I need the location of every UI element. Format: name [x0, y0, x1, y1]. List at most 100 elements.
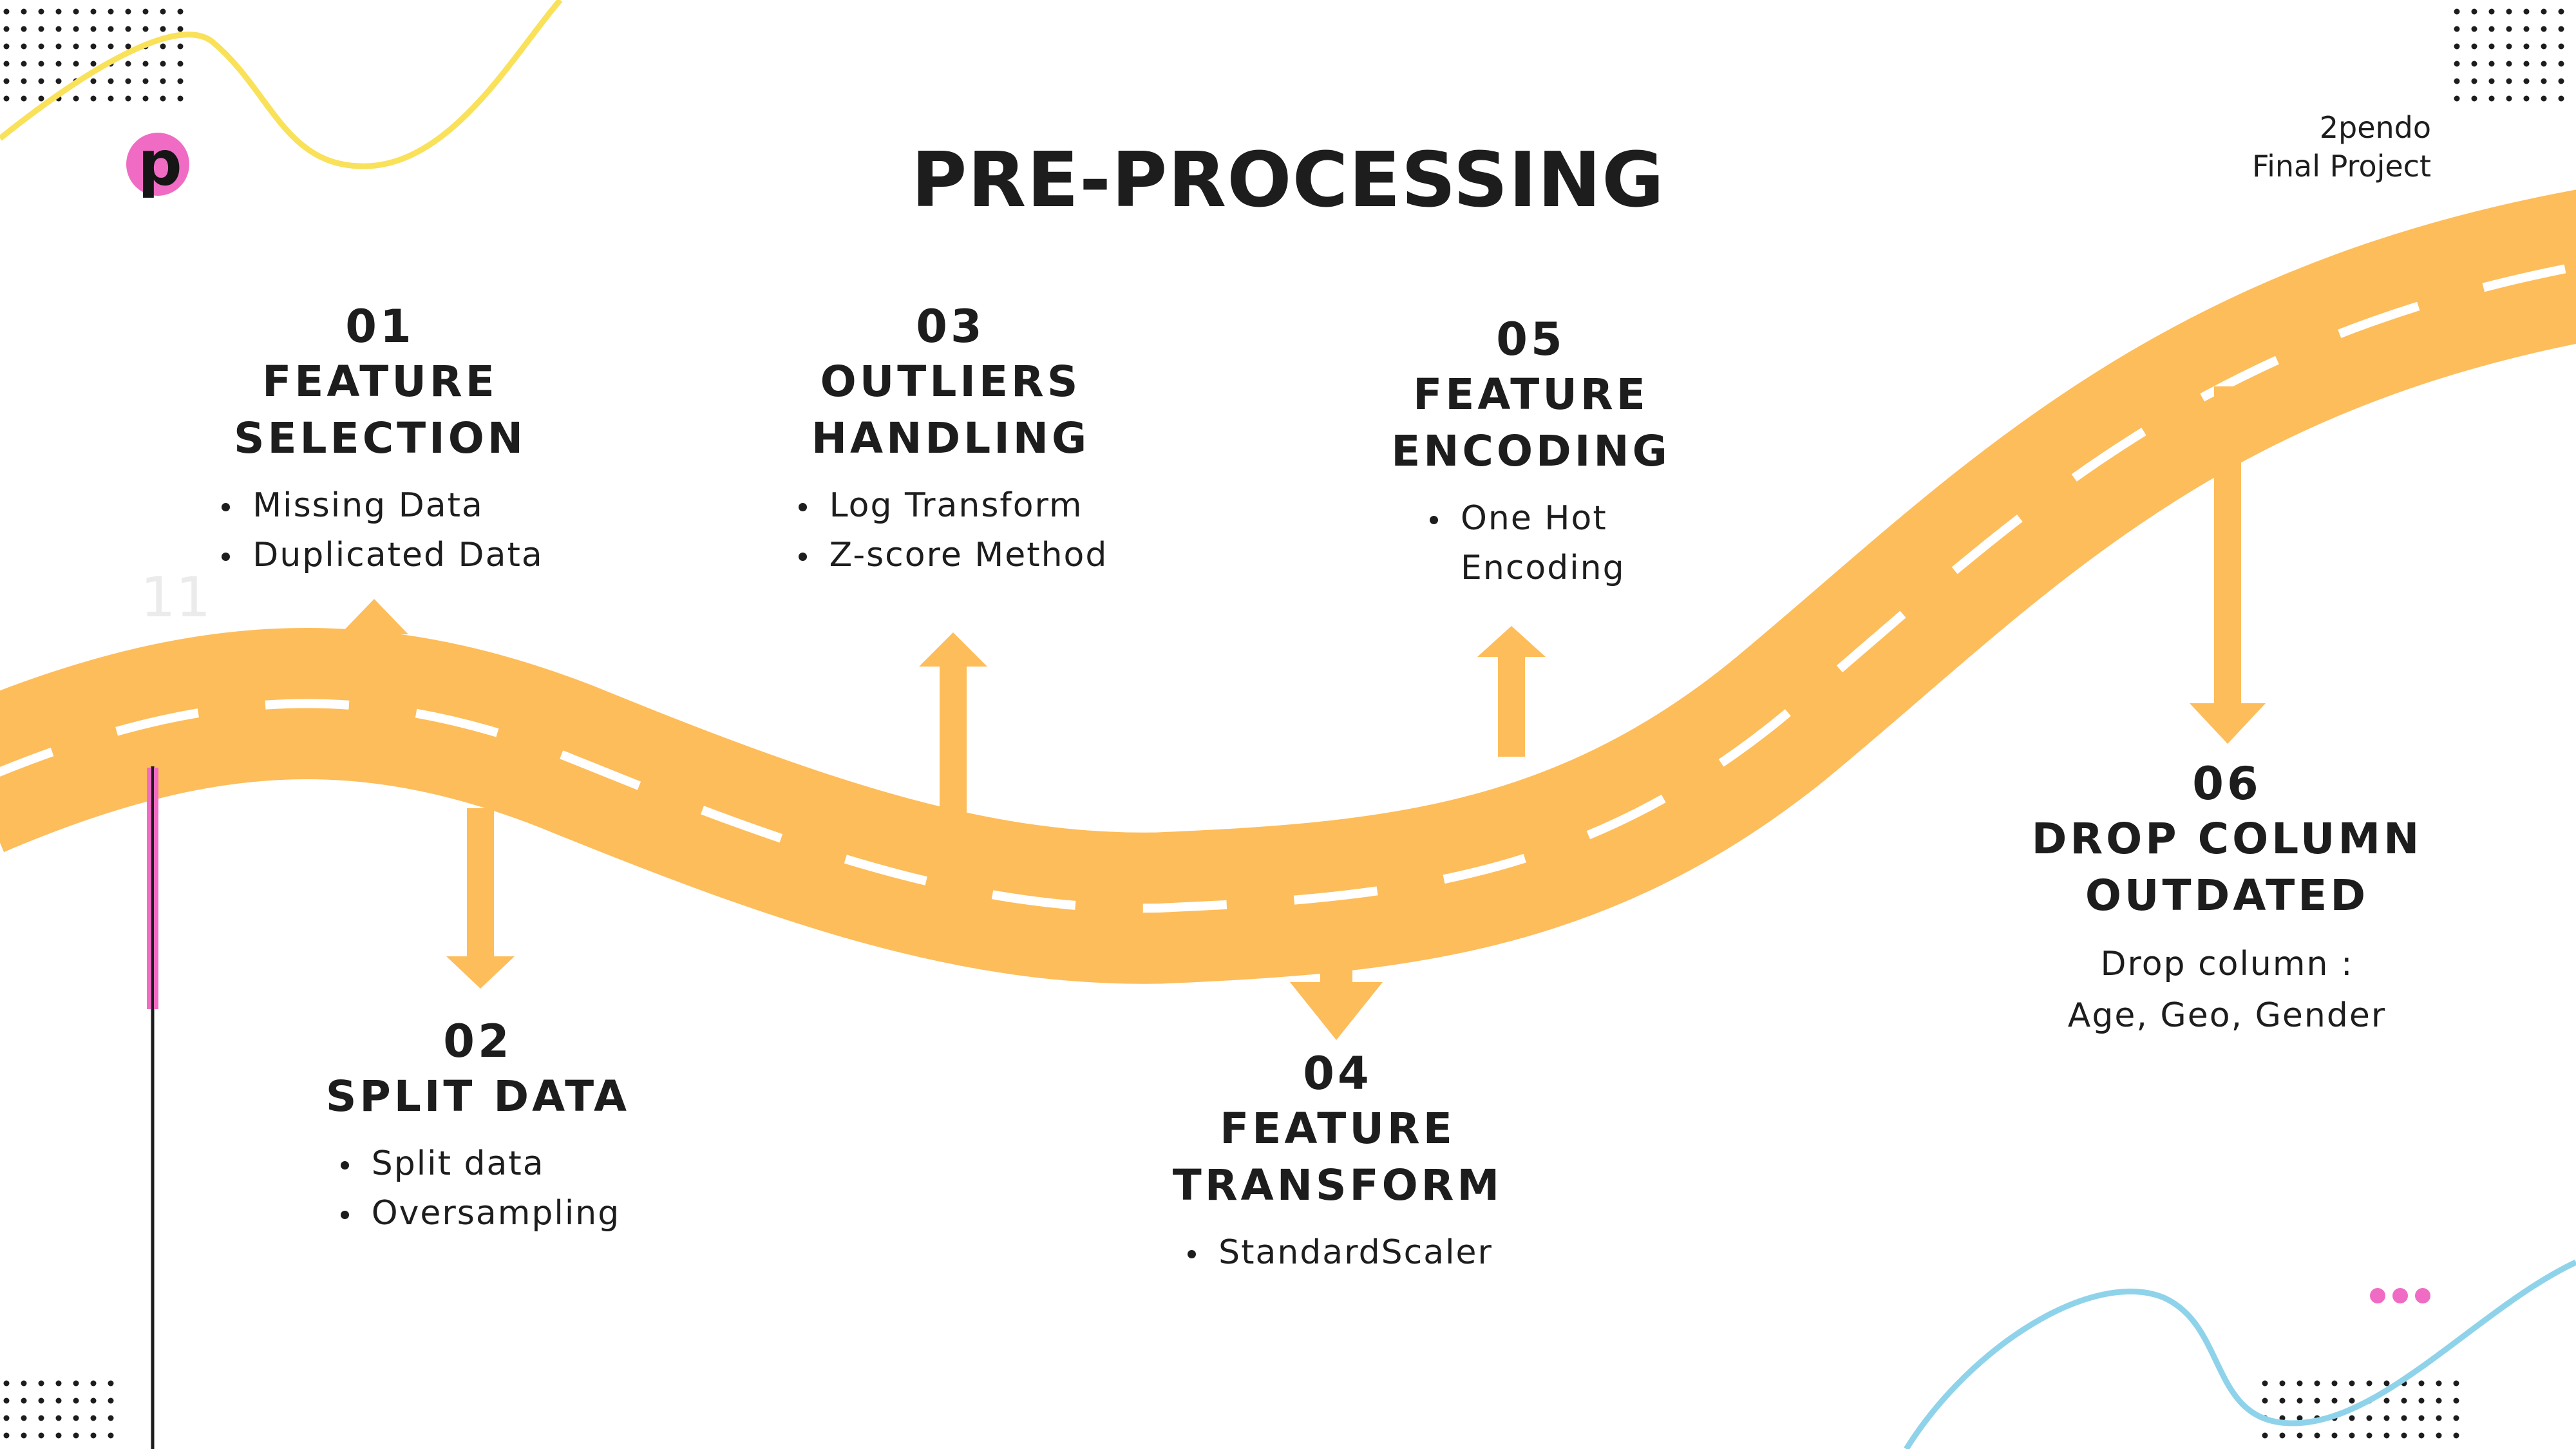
- decorative-dot: [73, 1432, 79, 1439]
- decorative-dot: [55, 1432, 62, 1439]
- decorative-dot: [55, 61, 62, 67]
- decorative-dot: [177, 26, 184, 32]
- decorative-dot: [2558, 8, 2564, 15]
- decorative-dot: [108, 1397, 114, 1404]
- decorative-dot: [2331, 1432, 2338, 1439]
- decorative-dot: [90, 95, 97, 102]
- decorative-dot: [38, 8, 44, 15]
- step-bullets: Missing Data Duplicated Data: [216, 481, 543, 580]
- decorative-dot: [2314, 1432, 2320, 1439]
- decorative-dot: [73, 1397, 79, 1404]
- decorative-dot: [21, 95, 27, 102]
- bullet-item: Oversampling: [336, 1189, 621, 1238]
- road: [0, 189, 2576, 984]
- decorative-dot: [38, 78, 44, 84]
- decorative-dot: [55, 78, 62, 84]
- decorative-dot: [2401, 1432, 2407, 1439]
- decorative-dot: [38, 1432, 44, 1439]
- step-number: 04: [1303, 1047, 1372, 1100]
- decorative-dot: [177, 61, 184, 67]
- decorative-dot: [2471, 43, 2477, 50]
- decorative-dot: [2523, 61, 2530, 67]
- decorative-dot: [90, 1397, 97, 1404]
- decorative-dot: [2541, 43, 2547, 50]
- decorative-dot: [73, 1415, 79, 1421]
- step-heading-line-1: FEATURE: [1413, 370, 1649, 419]
- decorative-dot: [2453, 1432, 2459, 1439]
- arrow-up-step-05: [1477, 626, 1546, 757]
- decorative-dot: [2418, 1415, 2425, 1421]
- decorative-dot: [160, 8, 166, 15]
- decorative-dot: [108, 1415, 114, 1421]
- arrow-up-step-01: [340, 599, 408, 670]
- decorative-dot: [177, 43, 184, 50]
- decorative-dot: [73, 95, 79, 102]
- decorative-dot: [142, 26, 149, 32]
- step-bullets: Log Transform Z-score Method: [793, 481, 1108, 580]
- decorative-dot: [142, 95, 149, 102]
- step-number: 05: [1496, 313, 1566, 366]
- decorative-dot: [2471, 61, 2477, 67]
- decorative-dot: [108, 1380, 114, 1387]
- decorative-dot: [108, 1432, 114, 1439]
- decorative-dot: [55, 26, 62, 32]
- step-02: 02 SPLIT DATA Split data Oversampling: [233, 1014, 723, 1238]
- decorative-dot: [2506, 61, 2512, 67]
- decorative-dot: [2541, 26, 2547, 32]
- decorative-dot: [2366, 1415, 2372, 1421]
- decorative-dot: [108, 8, 114, 15]
- decorative-dot: [2279, 1380, 2286, 1387]
- step-04: 04 FEATURE TRANSFORM StandardScaler: [1093, 1046, 1582, 1278]
- decorative-dot: [2471, 8, 2477, 15]
- decorative-dot: [55, 1415, 62, 1421]
- step-heading-line-1: SPLIT DATA: [325, 1072, 630, 1121]
- arrow-up-step-03: [919, 632, 987, 818]
- decorative-dot: [2297, 1415, 2303, 1421]
- decorative-dot: [38, 1397, 44, 1404]
- arrow-down-step-06: [2190, 386, 2266, 744]
- decorative-dot: [73, 43, 79, 50]
- decorative-dot: [2331, 1397, 2338, 1404]
- dot-grid-bottom-right: [2262, 1380, 2459, 1439]
- decorative-dot: [3, 1397, 10, 1404]
- decorative-dot: [125, 78, 131, 84]
- decorative-dot: [108, 95, 114, 102]
- decorative-dot: [21, 1380, 27, 1387]
- decorative-dot: [160, 26, 166, 32]
- step-description: Drop column : Age, Geo, Gender: [2067, 945, 2387, 1035]
- decorative-dot: [2454, 61, 2460, 67]
- decorative-dot: [2506, 8, 2512, 15]
- decorative-dot: [125, 43, 131, 50]
- decorative-dot: [38, 43, 44, 50]
- decorative-dot: [2279, 1415, 2286, 1421]
- decorative-dot: [90, 78, 97, 84]
- arrow-down-step-02: [446, 808, 515, 989]
- decorative-dot: [2454, 26, 2460, 32]
- dot-grid-top-right: [2454, 8, 2564, 102]
- decorative-dot: [2262, 1380, 2268, 1387]
- decorative-dot: [90, 1432, 97, 1439]
- decorative-dot: [55, 1397, 62, 1404]
- decorative-dot: [2383, 1415, 2390, 1421]
- decorative-dot: [2454, 78, 2460, 84]
- step-heading-line-2: ENCODING: [1391, 426, 1671, 476]
- decorative-dot: [2366, 1380, 2372, 1387]
- decorative-dot: [2541, 95, 2547, 102]
- decorative-dot: [160, 43, 166, 50]
- step-heading-line-2: OUTDATED: [2085, 871, 2369, 920]
- bullet-item: Duplicated Data: [216, 531, 543, 580]
- decorative-dot: [90, 8, 97, 15]
- decorative-dot: [2506, 95, 2512, 102]
- decorative-dot: [108, 43, 114, 50]
- step-bullets: Split data Oversampling: [336, 1139, 621, 1238]
- decorative-dot: [21, 43, 27, 50]
- decorative-dot: [90, 61, 97, 67]
- decorative-dot: [125, 61, 131, 67]
- step-06: 06 DROP COLUMN OUTDATED Drop column : Ag…: [1982, 757, 2472, 1041]
- decorative-dot: [2383, 1432, 2390, 1439]
- arrow-down-step-04: [1290, 914, 1383, 1040]
- decorative-dot: [73, 26, 79, 32]
- decorative-dot: [2488, 8, 2495, 15]
- ellipsis-dots-icon: [2370, 1288, 2430, 1303]
